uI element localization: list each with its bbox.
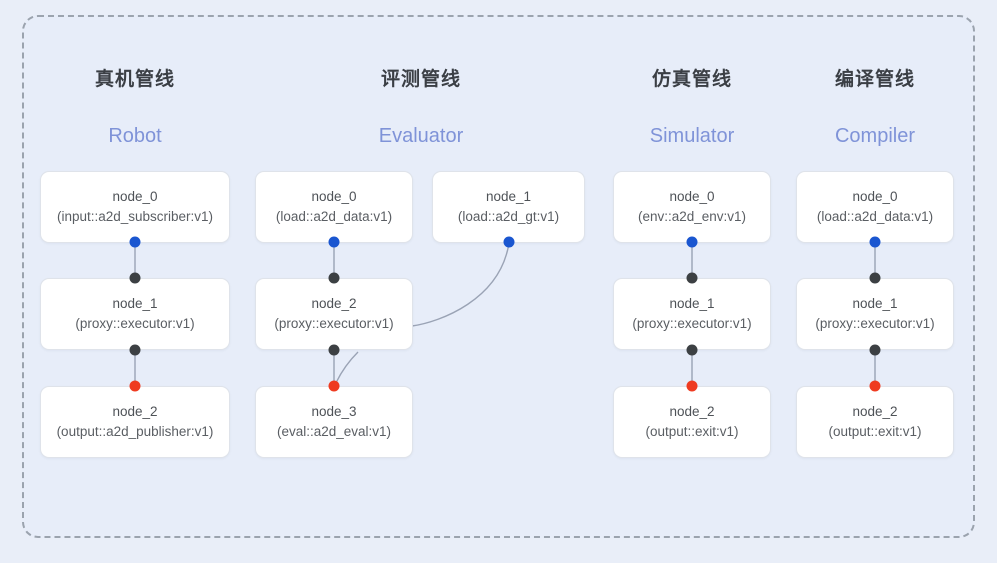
node-name: node_1	[485, 188, 532, 204]
node-compiler-0[interactable]: node_0 (load::a2d_data:v1)	[796, 171, 954, 243]
port-dot-input-simulator-2[interactable]	[686, 380, 698, 392]
node-evaluator-0[interactable]: node_0 (load::a2d_data:v1)	[255, 171, 413, 243]
node-robot-0[interactable]: node_0 (input::a2d_subscriber:v1)	[40, 171, 230, 243]
node-simulator-0[interactable]: node_0 (env::a2d_env:v1)	[613, 171, 771, 243]
node-spec: (load::a2d_data:v1)	[816, 208, 934, 224]
port-dot-input-robot-1[interactable]	[129, 272, 141, 284]
node-spec: (output::exit:v1)	[828, 423, 922, 439]
port-dot-output-compiler-1[interactable]	[869, 344, 881, 356]
node-name: node_2	[112, 403, 158, 419]
port-dot-output-robot-1[interactable]	[129, 344, 141, 356]
port-dot-input-simulator-1[interactable]	[686, 272, 698, 284]
node-simulator-1[interactable]: node_1 (proxy::executor:v1)	[613, 278, 771, 350]
node-spec: (load::a2d_gt:v1)	[457, 208, 560, 224]
column-subtitle-robot: Robot	[108, 125, 162, 147]
node-name: node_2	[311, 295, 357, 311]
node-spec: (env::a2d_env:v1)	[637, 208, 747, 224]
port-dot-output-evaluator-0[interactable]	[328, 236, 340, 248]
node-name: node_0	[311, 188, 357, 204]
column-subtitle-evaluator: Evaluator	[378, 125, 464, 147]
column-title-simulator: 仿真管线	[651, 69, 732, 90]
node-compiler-1[interactable]: node_1 (proxy::executor:v1)	[796, 278, 954, 350]
port-dot-output-robot-0[interactable]	[129, 236, 141, 248]
node-compiler-2[interactable]: node_2 (output::exit:v1)	[796, 386, 954, 458]
port-dot-output-evaluator-1[interactable]	[503, 236, 515, 248]
column-subtitle-compiler: Compiler	[834, 125, 916, 147]
port-dot-output-compiler-0[interactable]	[869, 236, 881, 248]
node-spec: (output::exit:v1)	[645, 423, 739, 439]
port-dot-input-compiler-1[interactable]	[869, 272, 881, 284]
node-name: node_1	[852, 295, 898, 311]
node-spec: (proxy::executor:v1)	[815, 315, 935, 331]
node-spec: (proxy::executor:v1)	[632, 315, 752, 331]
port-dot-output-simulator-0[interactable]	[686, 236, 698, 248]
node-spec: (input::a2d_subscriber:v1)	[56, 208, 214, 224]
port-dot-input-robot-2[interactable]	[129, 380, 141, 392]
port-dot-input-evaluator-2[interactable]	[328, 272, 340, 284]
column-title-robot: 真机管线	[94, 69, 175, 90]
node-name: node_1	[112, 295, 158, 311]
column-subtitle-simulator: Simulator	[649, 125, 735, 147]
node-name: node_0	[852, 188, 898, 204]
node-name: node_2	[852, 403, 898, 419]
column-title-evaluator: 评测管线	[380, 69, 461, 90]
node-name: node_1	[669, 295, 715, 311]
column-title-compiler: 编译管线	[834, 69, 915, 90]
node-spec: (proxy::executor:v1)	[274, 315, 394, 331]
node-name: node_2	[669, 403, 715, 419]
node-robot-1[interactable]: node_1 (proxy::executor:v1)	[40, 278, 230, 350]
node-name: node_0	[669, 188, 715, 204]
node-spec: (output::a2d_publisher:v1)	[56, 423, 214, 439]
node-spec: (proxy::executor:v1)	[75, 315, 195, 331]
node-name: node_0	[112, 188, 158, 204]
node-spec: (load::a2d_data:v1)	[275, 208, 393, 224]
port-dot-input-compiler-2[interactable]	[869, 380, 881, 392]
node-name: node_3	[311, 403, 357, 419]
port-dot-output-simulator-1[interactable]	[686, 344, 698, 356]
node-robot-2[interactable]: node_2 (output::a2d_publisher:v1)	[40, 386, 230, 458]
node-spec: (eval::a2d_eval:v1)	[276, 423, 392, 439]
node-simulator-2[interactable]: node_2 (output::exit:v1)	[613, 386, 771, 458]
pipeline-group-frame	[22, 15, 975, 538]
node-evaluator-3[interactable]: node_3 (eval::a2d_eval:v1)	[255, 386, 413, 458]
node-evaluator-1[interactable]: node_1 (load::a2d_gt:v1)	[432, 171, 585, 243]
port-dot-output-evaluator-2[interactable]	[328, 344, 340, 356]
node-evaluator-2[interactable]: node_2 (proxy::executor:v1)	[255, 278, 413, 350]
port-dot-input-evaluator-3[interactable]	[328, 380, 340, 392]
